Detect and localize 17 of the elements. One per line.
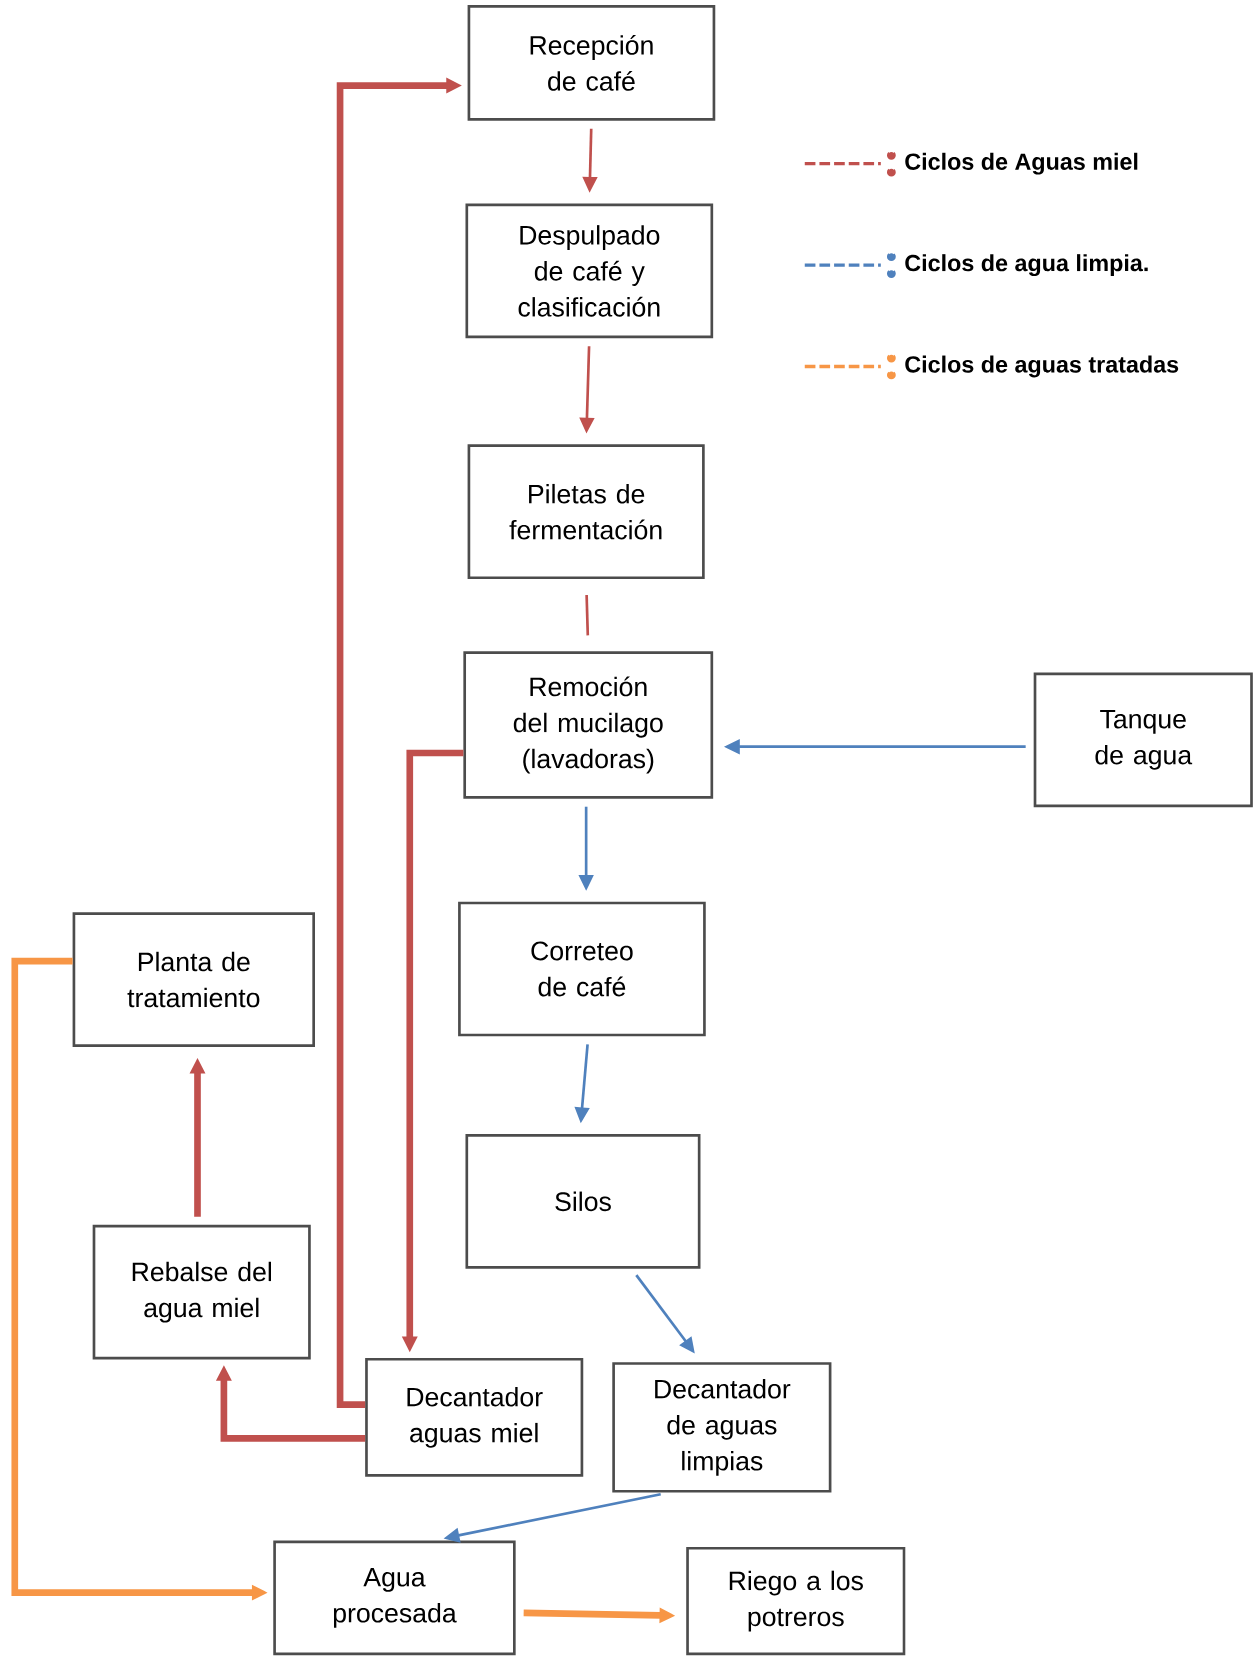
process-box: Planta de tratamiento (72, 912, 316, 1047)
process-box: Piletas de fermentación (467, 444, 705, 580)
process-box: Recepción de café (467, 5, 716, 121)
process-box: Silos (465, 1134, 701, 1269)
process-box: Decantador aguas miel (365, 1357, 584, 1477)
legend-label: Ciclos de agua limpia. (905, 254, 1148, 276)
process-box: Rebalse del agua miel (92, 1224, 311, 1360)
process-box: Agua procesada (273, 1540, 516, 1656)
process-box: Tanque de agua (1033, 672, 1253, 808)
process-box: Decantador de aguas limpias (612, 1362, 832, 1493)
process-box: Correteo de café (458, 901, 706, 1037)
process-box: Remoción del mucilago (lavadoras) (463, 651, 714, 799)
connector-line (585, 595, 590, 636)
legend-label: Ciclos de aguas tratadas (905, 355, 1179, 378)
process-box: Riego a los potreros (686, 1546, 906, 1656)
process-box: Despulpado de café y clasificación (465, 203, 714, 339)
legend-label: Ciclos de Aguas miel (905, 152, 1138, 175)
